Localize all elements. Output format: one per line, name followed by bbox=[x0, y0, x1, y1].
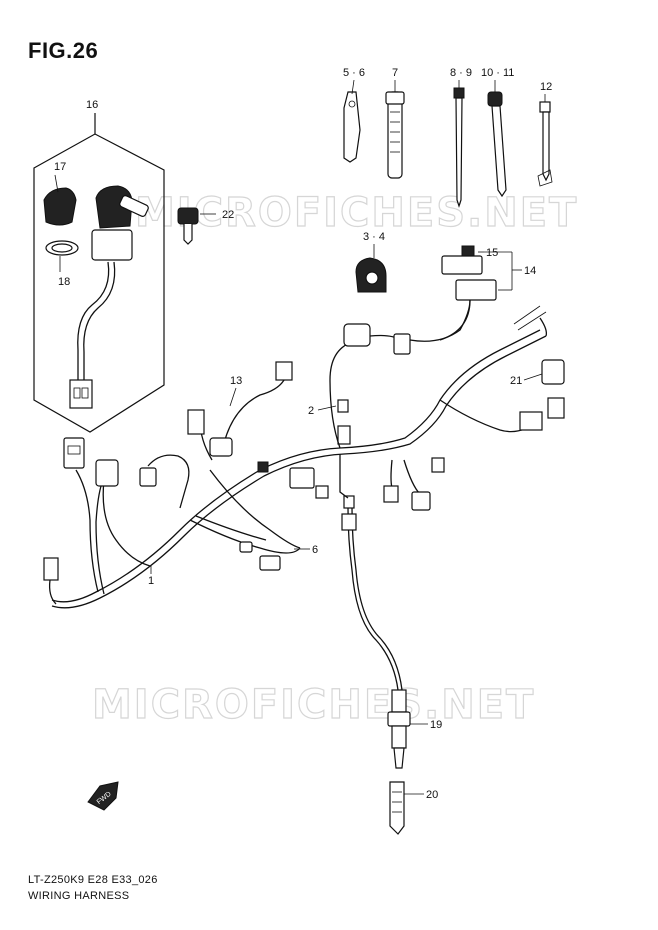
main-harness bbox=[43, 299, 565, 835]
callout-13: 13 bbox=[230, 375, 242, 387]
callout-7: 7 bbox=[392, 67, 398, 79]
callout-20: 20 bbox=[426, 789, 438, 801]
callout-8-9: 8 · 9 bbox=[450, 67, 472, 79]
forward-arrow-icon: FWD bbox=[87, 781, 119, 811]
key-part bbox=[177, 207, 216, 245]
callout-22: 22 bbox=[222, 209, 234, 221]
callout-18: 18 bbox=[58, 276, 70, 288]
callout-10-11: 10 · 11 bbox=[481, 67, 514, 79]
callout-3-4: 3 · 4 bbox=[363, 231, 385, 243]
diagram-name: WIRING HARNESS bbox=[28, 890, 130, 902]
callout-6: 6 bbox=[312, 544, 318, 556]
callout-21: 21 bbox=[510, 375, 522, 387]
diagram-code: LT-Z250K9 E28 E33_026 bbox=[28, 874, 158, 886]
callout-17: 17 bbox=[54, 161, 66, 173]
callout-19: 19 bbox=[430, 719, 442, 731]
watermark-top: MICROFICHES.NET bbox=[135, 190, 578, 236]
callout-2: 2 bbox=[308, 405, 314, 417]
ignition-switch-group bbox=[33, 113, 165, 433]
figure-title: FIG.26 bbox=[28, 38, 99, 63]
watermark-bottom: MICROFICHES.NET bbox=[92, 682, 535, 728]
fuse-holder bbox=[439, 245, 497, 341]
callout-12: 12 bbox=[540, 81, 552, 93]
top-clamps bbox=[343, 87, 553, 208]
clamp-part bbox=[355, 244, 387, 293]
callout-1: 1 bbox=[148, 575, 154, 587]
callout-5-6: 5 · 6 bbox=[343, 67, 365, 79]
callout-16: 16 bbox=[86, 99, 98, 111]
callout-14: 14 bbox=[524, 265, 536, 277]
callouts: 16 17 18 22 5 · 6 7 8 · 9 10 · 11 12 3 ·… bbox=[54, 67, 552, 801]
callout-15: 15 bbox=[486, 247, 498, 259]
